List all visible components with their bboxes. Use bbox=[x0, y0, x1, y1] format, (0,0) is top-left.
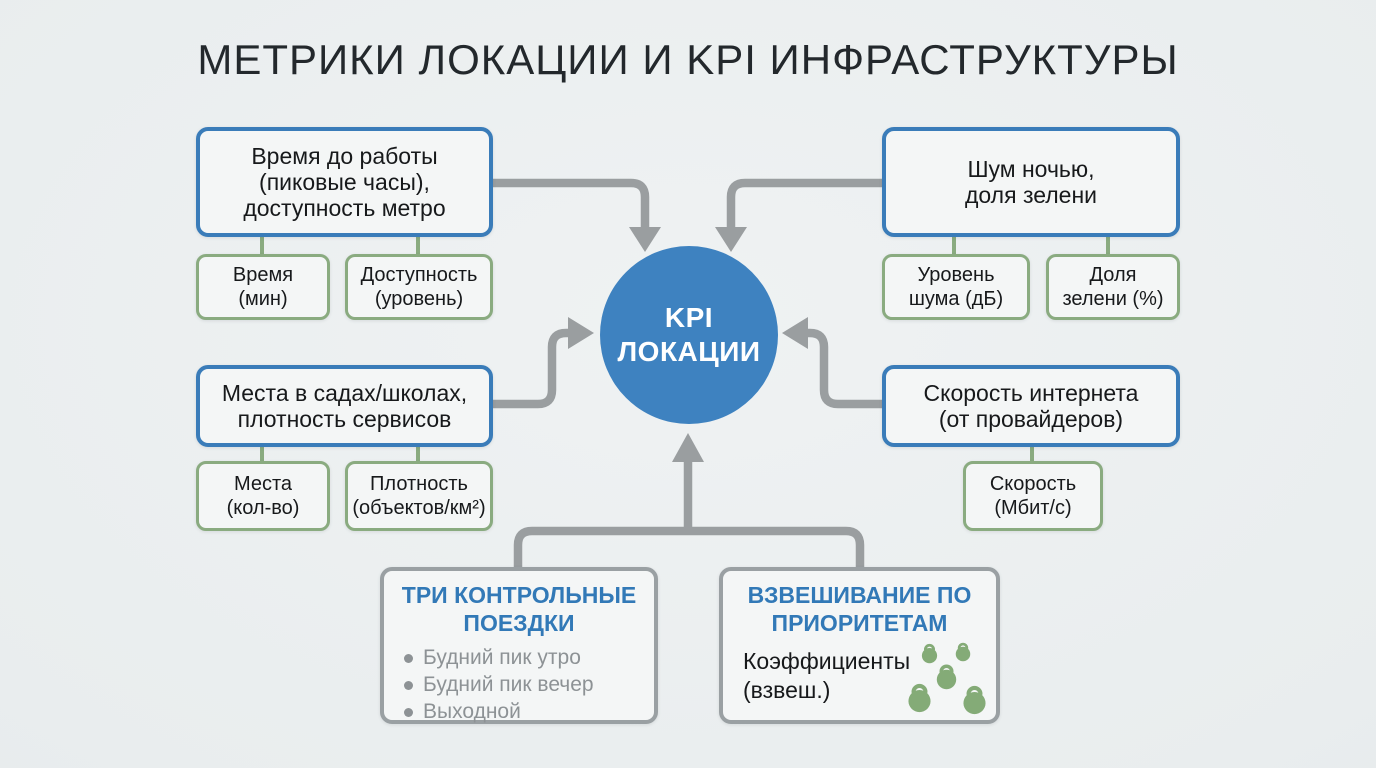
metric-source-label: Скорость интернета (от провайдеров) bbox=[923, 380, 1139, 432]
arrow-commute-head-icon bbox=[629, 227, 661, 252]
arrow-services-to-kpi bbox=[493, 328, 572, 409]
metric-label: Доступность (уровень) bbox=[360, 264, 478, 310]
card-title: ТРИ КОНТРОЛЬНЫЕ ПОЕЗДКИ bbox=[401, 582, 637, 636]
metric-label: Плотность (объектов/км²) bbox=[352, 473, 486, 519]
list-item: Будний пик вечер bbox=[404, 671, 654, 698]
metric-label: Скорость (Мбит/с) bbox=[989, 473, 1077, 519]
weighting-note: Коэффициенты (взвеш.) bbox=[743, 648, 911, 703]
metric-source-label: Шум ночью, доля зелени bbox=[964, 156, 1098, 208]
metric-source-internet: Скорость интернета (от провайдеров) bbox=[882, 365, 1180, 447]
arrow-commute-to-kpi bbox=[493, 178, 650, 231]
kpi-circle-label: KPI ЛОКАЦИИ bbox=[617, 302, 761, 367]
card-priority-weighting: ВЗВЕШИВАНИЕ ПО ПРИОРИТЕТАМ Коэффициенты … bbox=[719, 567, 1000, 724]
arrow-environment-head-icon bbox=[715, 227, 747, 252]
arrow-internet-head-icon bbox=[782, 317, 808, 349]
metric-label: Уровень шума (дБ) bbox=[908, 264, 1004, 310]
kpi-circle: KPI ЛОКАЦИИ bbox=[600, 246, 778, 424]
metric-source-label: Места в садах/школах, плотность сервисов bbox=[221, 380, 468, 432]
metric-label: Время (мин) bbox=[232, 264, 294, 310]
card-title: ВЗВЕШИВАНИЕ ПО ПРИОРИТЕТАМ bbox=[747, 582, 972, 636]
metric-label: Места (кол-во) bbox=[226, 473, 300, 519]
metric-box-greenery: Доля зелени (%) bbox=[1046, 254, 1180, 320]
metric-source-environment: Шум ночью, доля зелени bbox=[882, 127, 1180, 237]
metric-source-services: Места в садах/школах, плотность сервисов bbox=[196, 365, 493, 447]
list-item: Будний пик утро bbox=[404, 644, 654, 671]
arrow-services-head-icon bbox=[568, 317, 594, 349]
metric-source-label: Время до работы (пиковые часы), доступно… bbox=[243, 143, 446, 221]
kettlebell-icon bbox=[959, 682, 990, 715]
kettlebell-icon bbox=[935, 664, 958, 690]
arrow-environment-to-kpi bbox=[726, 178, 883, 231]
metric-box-density: Плотность (объектов/км²) bbox=[345, 461, 493, 531]
connector-cards-bridge bbox=[513, 526, 865, 567]
kettlebell-icon bbox=[954, 642, 972, 662]
kettlebell-icon bbox=[904, 680, 935, 713]
metric-box-noise: Уровень шума (дБ) bbox=[882, 254, 1030, 320]
trips-bullet-list: Будний пик утро Будний пик вечер Выходно… bbox=[384, 644, 654, 725]
metric-box-time: Время (мин) bbox=[196, 254, 330, 320]
arrow-cards-head-icon bbox=[672, 433, 704, 462]
metric-source-commute: Время до работы (пиковые часы), доступно… bbox=[196, 127, 493, 237]
page-title: МЕТРИКИ ЛОКАЦИИ И KPI ИНФРАСТРУКТУРЫ bbox=[197, 36, 1179, 83]
card-control-trips: ТРИ КОНТРОЛЬНЫЕ ПОЕЗДКИ Будний пик утро … bbox=[380, 567, 658, 724]
metric-label: Доля зелени (%) bbox=[1062, 264, 1164, 310]
metric-box-accessibility: Доступность (уровень) bbox=[345, 254, 493, 320]
metric-box-speed: Скорость (Мбит/с) bbox=[963, 461, 1103, 531]
metric-box-places: Места (кол-во) bbox=[196, 461, 330, 531]
arrow-internet-to-kpi bbox=[804, 328, 883, 409]
list-item: Выходной bbox=[404, 698, 654, 725]
